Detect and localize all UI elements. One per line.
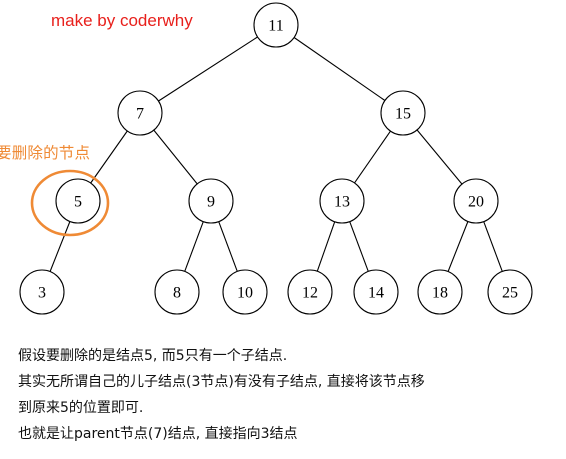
tree-node-7: 7 bbox=[117, 90, 163, 136]
node-circle bbox=[287, 269, 333, 315]
node-circle bbox=[117, 90, 163, 136]
node-label: 25 bbox=[502, 285, 518, 302]
node-circle bbox=[417, 269, 463, 315]
tree-edge bbox=[447, 221, 469, 272]
tree-node-14: 14 bbox=[353, 269, 399, 315]
tree-edge bbox=[153, 129, 198, 185]
tree-edge bbox=[293, 37, 386, 101]
tree-edge bbox=[416, 129, 463, 185]
node-label: 3 bbox=[38, 285, 46, 302]
highlight-ring bbox=[30, 169, 110, 237]
node-circle bbox=[19, 269, 65, 315]
node-label: 10 bbox=[237, 285, 253, 302]
tree-edge bbox=[483, 221, 503, 272]
tree-node-20: 20 bbox=[453, 178, 499, 224]
tree-node-3: 3 bbox=[19, 269, 65, 315]
node-circle bbox=[253, 2, 299, 48]
node-circle bbox=[188, 178, 234, 224]
node-circle bbox=[487, 269, 533, 315]
highlight-layer bbox=[30, 169, 110, 237]
tree-node-9: 9 bbox=[188, 178, 234, 224]
description-line: 假设要删除的是结点5, 而5只有一个子结点. bbox=[18, 348, 288, 364]
description-line: 到原来5的位置即可. bbox=[18, 400, 144, 416]
node-label: 7 bbox=[136, 106, 144, 123]
tree-node-18: 18 bbox=[417, 269, 463, 315]
description-line: 其实无所谓自己的儿子结点(3节点)有没有子结点, 直接将该节点移 bbox=[18, 374, 425, 390]
tree-node-15: 15 bbox=[380, 90, 426, 136]
tree-edge bbox=[158, 36, 258, 102]
node-circle bbox=[353, 269, 399, 315]
tree-node-5: 5 bbox=[55, 178, 101, 224]
tree-edge bbox=[49, 221, 71, 272]
node-circle bbox=[222, 269, 268, 315]
tree-node-12: 12 bbox=[287, 269, 333, 315]
node-label: 13 bbox=[334, 194, 350, 211]
node-circle bbox=[55, 178, 101, 224]
node-label: 8 bbox=[173, 285, 181, 302]
node-label: 20 bbox=[468, 194, 484, 211]
tree-edge bbox=[184, 221, 204, 272]
tree-edge bbox=[354, 130, 391, 184]
node-label: 18 bbox=[432, 285, 448, 302]
tree-edge bbox=[349, 221, 369, 272]
node-label: 12 bbox=[302, 285, 318, 302]
tree-nodes: 3 5 7 8 9 10 11 12 13 14 15 18 20 25 bbox=[19, 2, 533, 315]
tree-edges bbox=[49, 36, 503, 272]
node-label: 14 bbox=[368, 285, 384, 302]
node-label: 11 bbox=[268, 18, 283, 35]
callout-label: 要删除的节点 bbox=[0, 144, 91, 162]
node-circle bbox=[319, 178, 365, 224]
node-circle bbox=[453, 178, 499, 224]
watermark: make by coderwhy bbox=[51, 11, 193, 30]
node-circle bbox=[154, 269, 200, 315]
tree-node-25: 25 bbox=[487, 269, 533, 315]
description: 假设要删除的是结点5, 而5只有一个子结点. 其实无所谓自己的儿子结点(3节点)… bbox=[18, 343, 425, 447]
tree-edge bbox=[316, 221, 336, 272]
node-label: 15 bbox=[395, 106, 411, 123]
node-circle bbox=[380, 90, 426, 136]
description-line: 也就是让parent节点(7)结点, 直接指向3结点 bbox=[18, 426, 298, 442]
tree-node-10: 10 bbox=[222, 269, 268, 315]
tree-edge bbox=[90, 130, 128, 184]
tree-node-8: 8 bbox=[154, 269, 200, 315]
tree-node-11: 11 bbox=[253, 2, 299, 48]
tree-node-13: 13 bbox=[319, 178, 365, 224]
node-label: 9 bbox=[207, 194, 215, 211]
node-label: 5 bbox=[74, 194, 82, 211]
tree-edge bbox=[218, 221, 238, 272]
